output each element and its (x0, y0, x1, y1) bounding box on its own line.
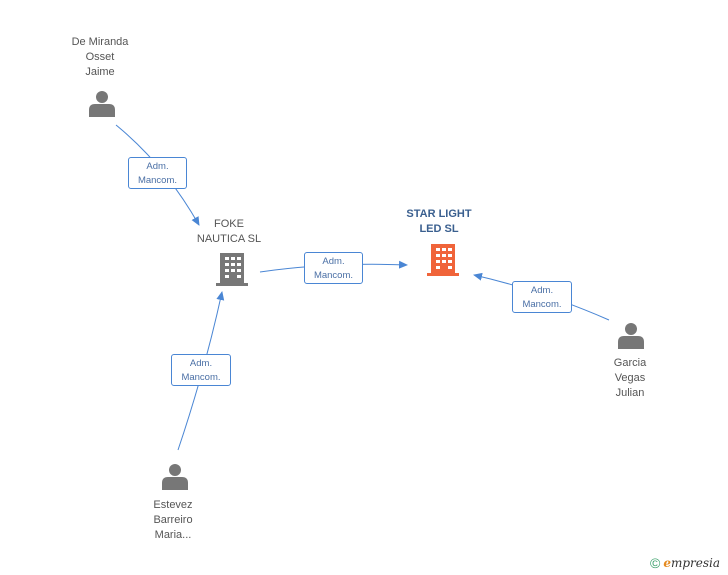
node-label-de-miranda[interactable]: De Miranda Osset Jaime (71, 36, 129, 78)
person-icon[interactable] (618, 323, 644, 349)
node-label-garcia[interactable]: Garcia Vegas Julian (613, 357, 647, 399)
person-icon[interactable] (89, 91, 115, 117)
edge-label-garcia-starlight[interactable]: Adm. Mancom. (512, 281, 572, 313)
node-label-starlight[interactable]: STAR LIGHT LED SL (406, 208, 472, 235)
building-main-icon[interactable] (427, 244, 459, 276)
edge-label-foke-starlight[interactable]: Adm. Mancom. (304, 252, 363, 284)
brand-logo: empresia (663, 556, 721, 570)
edge-label-estevez-foke[interactable]: Adm. Mancom. (171, 354, 231, 386)
edge-label-de-miranda-foke[interactable]: Adm. Mancom. (128, 157, 187, 189)
person-icon[interactable] (162, 464, 188, 490)
copyright-brand: © empresia (650, 555, 720, 571)
copyright-icon: © (650, 555, 661, 571)
node-label-foke[interactable]: FOKE NAUTICA SL (196, 218, 262, 245)
building-icon[interactable] (216, 253, 248, 286)
node-label-estevez[interactable]: Estevez Barreiro Maria... (153, 499, 193, 541)
